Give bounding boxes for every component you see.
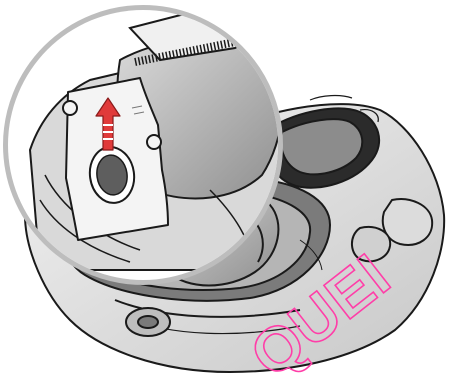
illustration-canvas: QUEI [0,0,449,388]
vacuum-bag-illustration: QUEI [0,0,449,388]
